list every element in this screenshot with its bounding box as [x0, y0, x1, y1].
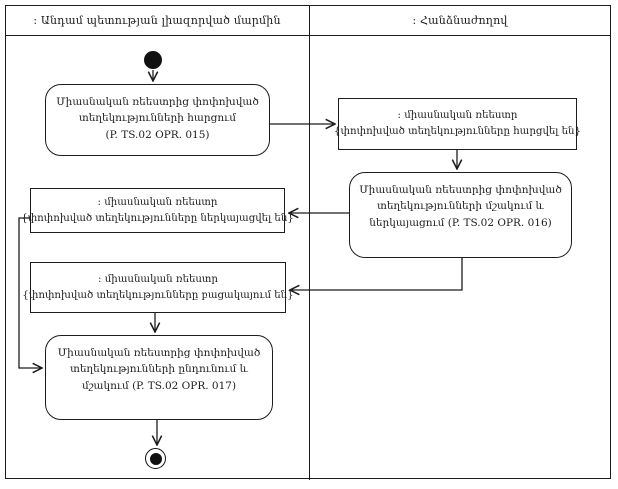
activity-receive-process-info: Միասնական ռեեստրից փոփոխված տեղեկություն…: [45, 335, 273, 420]
object-label-line: {փոփոխված տեղեկությունները բացակայում են…: [22, 289, 294, 301]
final-node: [145, 448, 166, 469]
activity-label-line: տեղեկությունների ընդունում և: [70, 363, 248, 376]
lane-title-member-state: : Անդամ պետության լիազորված մարմին: [33, 13, 281, 27]
diagram-frame: [5, 5, 611, 479]
header-separator: [5, 35, 611, 36]
activity-label-line: Միասնական ռեեստրից փոփոխված: [56, 96, 259, 108]
activity-label-line: Միասնական ռեեստրից փոփոխված: [57, 347, 261, 359]
edge-action016-to-object-absent: [290, 258, 463, 290]
object-label-line: : միասնական ռեեստր: [98, 273, 218, 285]
activity-label-line: ներկայացում (P. TS.02 OPR. 016): [369, 216, 552, 229]
object-label-line: : միասնական ռեեստր: [397, 110, 518, 122]
object-register-absent: : միասնական ռեեստր {փոփոխված տեղեկությու…: [22, 262, 294, 313]
activity-label-line: մշակում (P. TS.02 OPR. 017): [81, 379, 237, 392]
object-register-queried: : միասնական ռեեստր {փոփոխված տեղեկությու…: [334, 98, 581, 150]
final-node-dot: [149, 452, 162, 465]
activity-label-line: (P. TS.02 OPR. 015): [105, 128, 210, 141]
object-label-line: {փոփոխված տեղեկությունները ներկայացվել ե…: [21, 212, 294, 224]
activity-label-line: տեղեկությունների հարցում: [78, 112, 237, 125]
edge-object-presented-to-action017: [18, 217, 42, 368]
lane-title-commission: : Հանձնաժողով: [412, 13, 508, 27]
swimlane-divider: [309, 5, 310, 480]
object-register-presented: : միասնական ռեեստր {փոփոխված տեղեկությու…: [21, 188, 294, 233]
activity-query-changed-info: Միասնական ռեեստրից փոփոխված տեղեկություն…: [45, 84, 270, 156]
object-label-line: {փոփոխված տեղեկությունները հարցվել են}: [334, 126, 581, 137]
object-label-line: : միասնական ռեեստր: [97, 196, 218, 208]
activity-label-line: Միասնական ռեեստրից փոփոխված: [359, 184, 562, 196]
initial-node: [144, 51, 162, 69]
activity-process-present-info: Միասնական ռեեստրից փոփոխված տեղեկություն…: [349, 172, 572, 258]
activity-label-line: տեղեկությունների մշակում և: [377, 200, 544, 213]
